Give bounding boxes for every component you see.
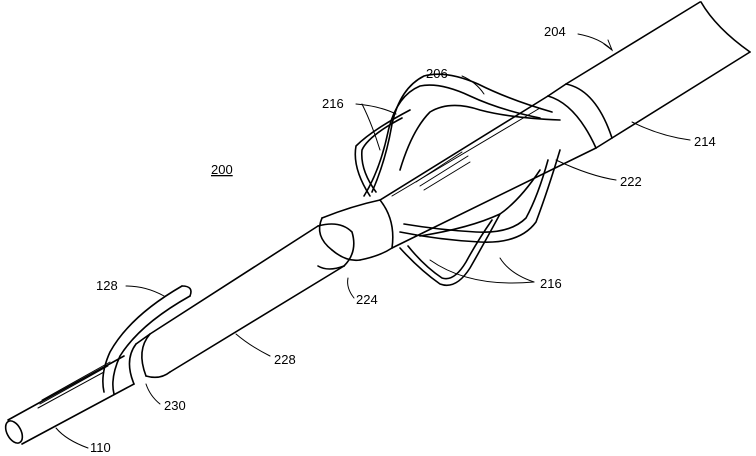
ref-204: 204 — [544, 24, 566, 39]
figure-label: 200 — [211, 162, 233, 177]
outer-shaft — [548, 2, 750, 148]
ref-230: 230 — [164, 398, 186, 413]
guide-wire — [103, 286, 191, 394]
ref-214: 214 — [694, 134, 716, 149]
ref-222: 222 — [620, 174, 642, 189]
ref-224: 224 — [356, 292, 378, 307]
ref-216-lower: 216 — [540, 276, 562, 291]
leader-lines — [56, 34, 690, 448]
basket-wires — [355, 74, 560, 285]
ref-216-upper: 216 — [322, 96, 344, 111]
distal-collar — [318, 200, 393, 269]
ref-110: 110 — [90, 440, 111, 455]
ref-128: 128 — [96, 278, 118, 293]
inner-shaft — [129, 226, 344, 384]
ref-228: 228 — [274, 352, 296, 367]
ref-206: 206 — [426, 66, 448, 81]
